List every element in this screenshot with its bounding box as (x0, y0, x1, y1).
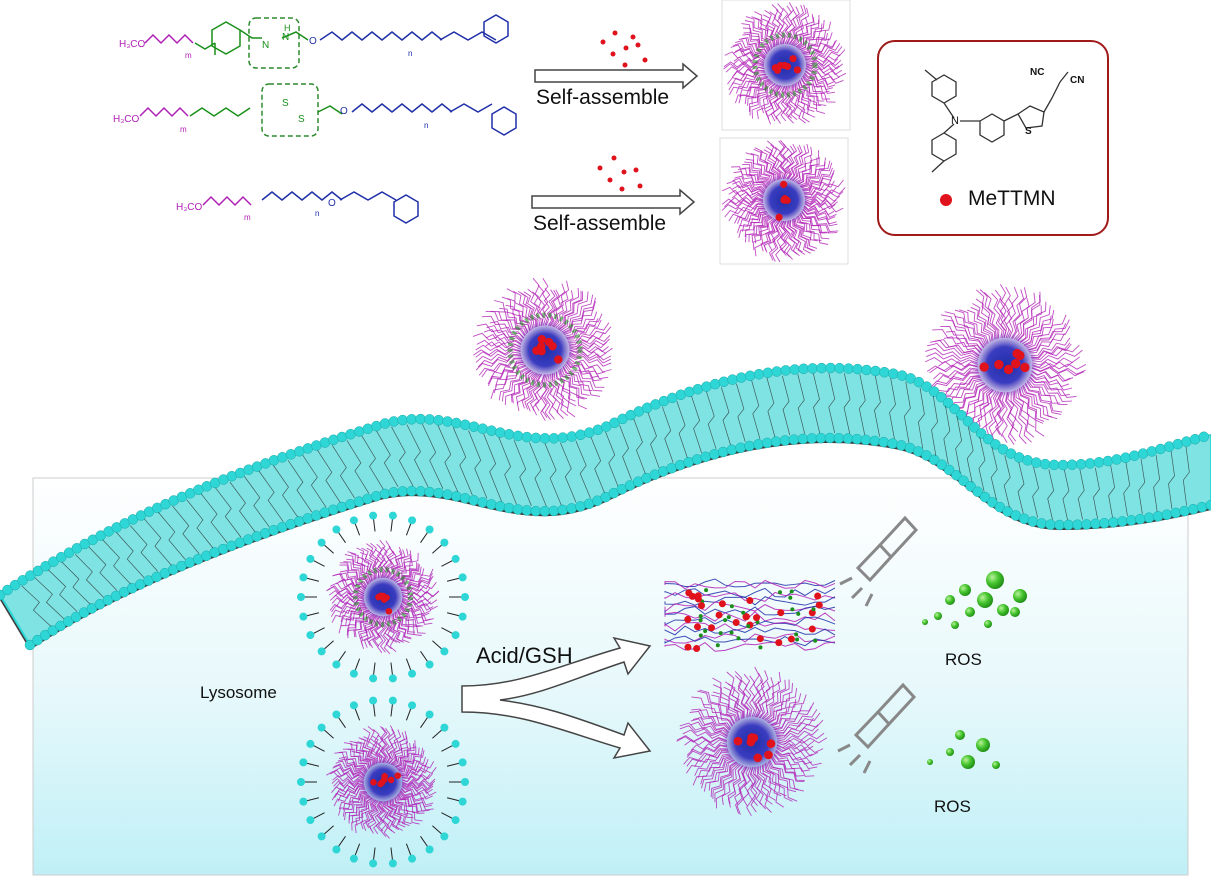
svg-text:S: S (298, 114, 305, 125)
svg-text:N: N (282, 32, 289, 43)
legend-atom-s: S (1025, 126, 1032, 137)
light-icon-top (839, 515, 919, 607)
polymer-structure-plain: H₃CO m n O (176, 191, 419, 224)
micelles-layer (472, 0, 1087, 445)
legend-drug-label: MeTTMN (968, 187, 1056, 210)
stimulus-split-arrow (461, 636, 652, 760)
svg-text:n: n (424, 121, 428, 130)
svg-text:O: O (340, 106, 348, 117)
peg-label-1: H₃CO (119, 39, 146, 50)
legend-box (877, 40, 1109, 236)
disulfide-box (261, 83, 319, 137)
self-assemble-arrow-bottom (531, 188, 696, 216)
lysosome-shells (297, 511, 469, 868)
lysosome-micelle-bottom (326, 725, 437, 839)
lysosome-shell-bottom (297, 696, 469, 868)
legend-drug-dot (940, 194, 952, 206)
lysosome-micelle-top (326, 539, 440, 655)
micelle-on-membrane-right (925, 283, 1087, 445)
disassembled-micelle (664, 578, 836, 817)
polymer-structure-hydrazone: H₃CO m N N H O n (119, 14, 509, 69)
svg-text:n: n (315, 209, 319, 218)
hydrazone-box (248, 17, 300, 69)
lysosome-label: Lysosome (200, 683, 277, 702)
svg-text:m: m (180, 125, 187, 134)
drug-dots-bottom (597, 155, 643, 192)
lysosome-shell-top (297, 511, 469, 683)
ros-bubbles-bottom (927, 730, 1000, 769)
svg-text:m: m (244, 213, 251, 222)
drug-dots-top (600, 30, 648, 68)
self-assemble-arrow-top (534, 62, 699, 90)
micelle-on-membrane-left (472, 277, 613, 421)
micelle-control-top (721, 140, 846, 263)
micelle-stimuli-responsive-top (723, 2, 847, 125)
ros-label-bottom: ROS (934, 797, 971, 816)
ros-label-top: ROS (945, 650, 982, 669)
ros-bubbles-top (922, 571, 1027, 629)
svg-text:O: O (309, 36, 317, 47)
svg-text:H: H (284, 23, 291, 33)
polymer-structure-disulfide: H₃CO m S S O n (113, 83, 517, 137)
light-icon-bottom (837, 682, 917, 774)
svg-text:N: N (262, 40, 269, 51)
legend-atom-n: N (951, 115, 959, 127)
acid-gsh-label: Acid/GSH (476, 643, 573, 668)
svg-text:H₃CO: H₃CO (113, 114, 140, 125)
self-assemble-label-top: Self-assemble (536, 86, 670, 109)
svg-text:H₃CO: H₃CO (176, 202, 203, 213)
svg-text:O: O (328, 198, 336, 209)
svg-text:m: m (185, 51, 192, 60)
self-assemble-label-bottom: Self-assemble (533, 212, 667, 235)
metttmn-structure (924, 69, 1069, 173)
legend-atom-cn: CN (1070, 75, 1084, 86)
legend-atom-nc: NC (1030, 67, 1044, 78)
svg-text:S: S (282, 98, 289, 109)
cell-membrane (0, 362, 1211, 651)
svg-text:n: n (408, 49, 412, 58)
micelle-intact-after-stimulus (676, 666, 828, 817)
